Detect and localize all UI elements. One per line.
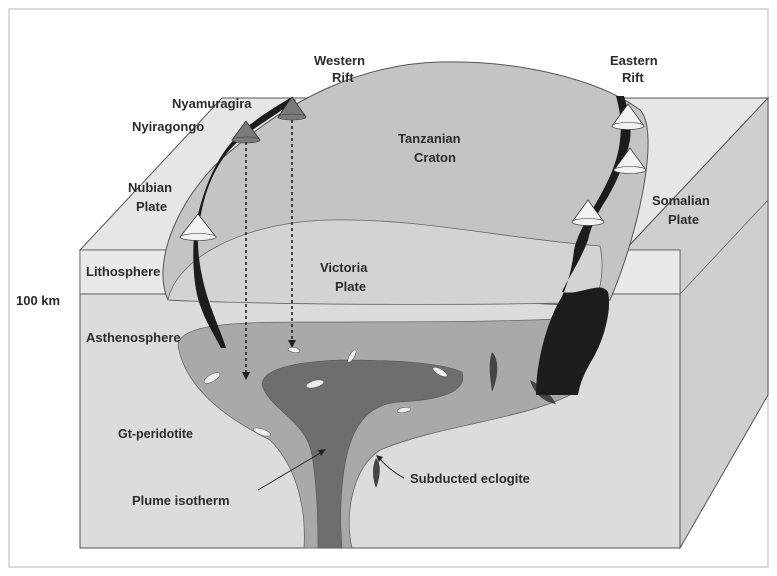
label-plume-isotherm: Plume isotherm — [132, 493, 230, 508]
label-nubian-plate-line2: Plate — [136, 199, 167, 214]
label-nyiragongo: Nyiragongo — [132, 119, 204, 134]
label-nubian-plate-line1: Nubian — [128, 180, 172, 195]
label-somalian-plate-line2: Plate — [668, 212, 699, 227]
label-tanzanian-craton-line2: Craton — [414, 150, 456, 165]
label-western-rift-line2: Rift — [332, 70, 354, 85]
label-eastern-rift-line1: Eastern — [610, 53, 658, 68]
label-gt-peridotite: Gt-peridotite — [118, 427, 193, 441]
label-somalian-plate-line1: Somalian — [652, 193, 710, 208]
label-tanzanian-craton-line1: Tanzanian — [398, 131, 461, 146]
label-asthenosphere: Asthenosphere — [86, 330, 181, 345]
label-western-rift-line1: Western — [314, 53, 365, 68]
label-nyamuragira: Nyamuragira — [172, 96, 252, 111]
label-lithosphere: Lithosphere — [86, 264, 160, 279]
label-depth-100km: 100 km — [16, 293, 60, 308]
label-victoria-plate-line2: Plate — [335, 279, 366, 294]
label-eastern-rift-line2: Rift — [622, 70, 644, 85]
label-victoria-plate-line1: Victoria — [320, 260, 368, 275]
label-subducted-eclogite: Subducted eclogite — [410, 471, 530, 486]
